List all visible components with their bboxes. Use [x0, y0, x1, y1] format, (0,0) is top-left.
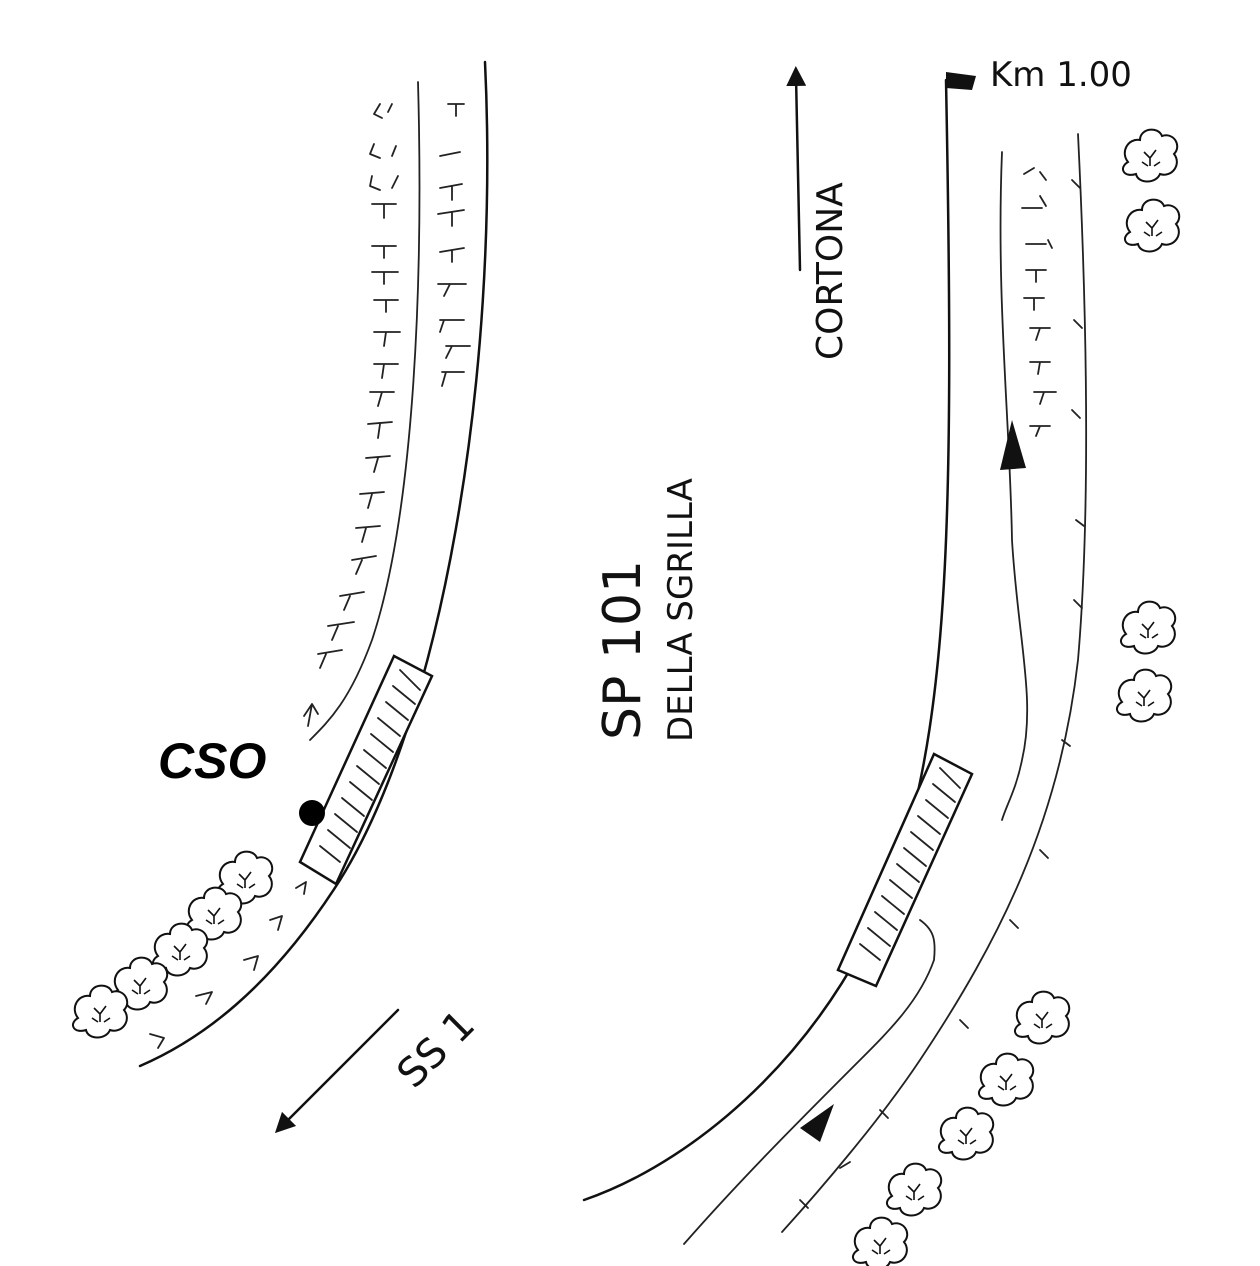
right-arrow-lower: [800, 1104, 834, 1142]
arrow-ss1: [274, 1008, 400, 1134]
km-marker-label: Km 1.00: [990, 55, 1132, 95]
point-label: CSO: [158, 733, 266, 789]
right-parking-area: [836, 752, 974, 988]
right-trees: [851, 128, 1181, 1266]
right-arrow-up: [1000, 420, 1026, 470]
left-road-edge-outer: [138, 60, 489, 1068]
right-road-edge-outer: [781, 133, 1088, 1233]
left-parking-area: [298, 654, 434, 886]
right-grass-marks: [799, 167, 1085, 1209]
road-code-label: SP 101: [593, 560, 653, 740]
right-lane-line: [999, 151, 1029, 821]
road-name-label: DELLA SGRILLA: [661, 478, 701, 742]
direction-north-label: CORTONA: [810, 182, 851, 360]
right-lower-lane: [683, 919, 936, 1245]
flag-icon: [946, 72, 976, 90]
point-marker: [299, 800, 325, 826]
left-post: [303, 703, 319, 727]
left-trees: [71, 850, 274, 1039]
direction-south-label: SS 1: [389, 1002, 484, 1097]
left-grass-marks: [149, 103, 471, 1049]
left-road-edge-inner: [309, 81, 421, 741]
arrow-cortona: [786, 66, 807, 272]
